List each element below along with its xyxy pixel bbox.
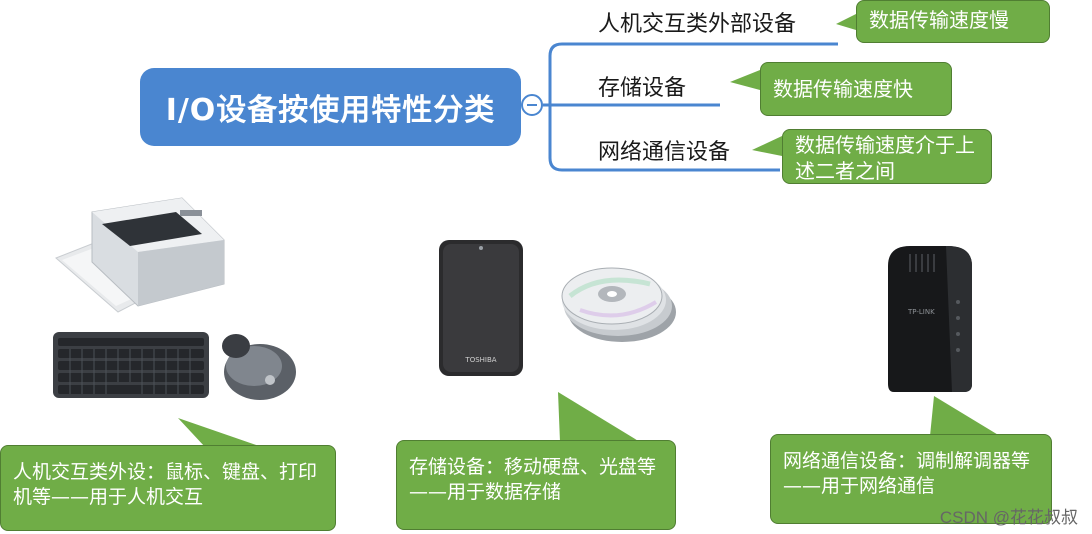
callout-pointer-2: [558, 392, 640, 442]
modem-image: TP-LINK: [880, 242, 976, 394]
callout-human-interaction: 人机交互类外设：鼠标、键盘、打印机等——用于人机交互: [0, 445, 336, 531]
callout-pointer-1: [178, 418, 262, 447]
optical-discs-image: [560, 262, 678, 346]
callout-text: 存储设备：移动硬盘、光盘等——用于数据存储: [409, 456, 656, 503]
branch-network[interactable]: 网络通信设备: [598, 134, 730, 166]
note-pointer-3: [752, 136, 782, 156]
note-speed-slow: 数据传输速度慢: [856, 0, 1050, 43]
note-pointer-1: [836, 14, 856, 30]
callout-text: 网络通信设备：调制解调器等——用于网络通信: [783, 450, 1030, 497]
callout-storage: 存储设备：移动硬盘、光盘等——用于数据存储: [396, 440, 676, 530]
branch-label: 存储设备: [598, 76, 686, 101]
branch-label: 网络通信设备: [598, 140, 730, 165]
note-text: 数据传输速度快: [773, 77, 913, 101]
mouse-image: [214, 330, 300, 404]
branch-label: 人机交互类外部设备: [598, 12, 796, 37]
root-topic[interactable]: I/O设备按使用特性分类: [140, 68, 521, 146]
branch-human-interaction[interactable]: 人机交互类外部设备: [598, 6, 796, 38]
external-hdd-image: TOSHIBA: [437, 238, 527, 378]
note-pointer-2: [730, 70, 760, 90]
root-title: I/O设备按使用特性分类: [166, 85, 496, 129]
printer-image: [52, 188, 228, 324]
keyboard-image: [52, 330, 210, 402]
watermark: CSDN @花花叔叔: [940, 503, 1078, 528]
note-text: 数据传输速度介于上述二者之间: [795, 133, 975, 183]
note-speed-medium: 数据传输速度介于上述二者之间: [782, 129, 992, 184]
callout-pointer-3: [930, 396, 1000, 436]
note-speed-fast: 数据传输速度快: [760, 62, 952, 116]
note-text: 数据传输速度慢: [869, 8, 1009, 32]
modem-brand-label: TP-LINK: [907, 308, 935, 316]
collapse-toggle[interactable]: [521, 94, 543, 116]
branch-storage[interactable]: 存储设备: [598, 70, 686, 102]
callout-text: 人机交互类外设：鼠标、键盘、打印机等——用于人机交互: [13, 461, 317, 508]
hdd-brand-label: TOSHIBA: [464, 356, 496, 364]
